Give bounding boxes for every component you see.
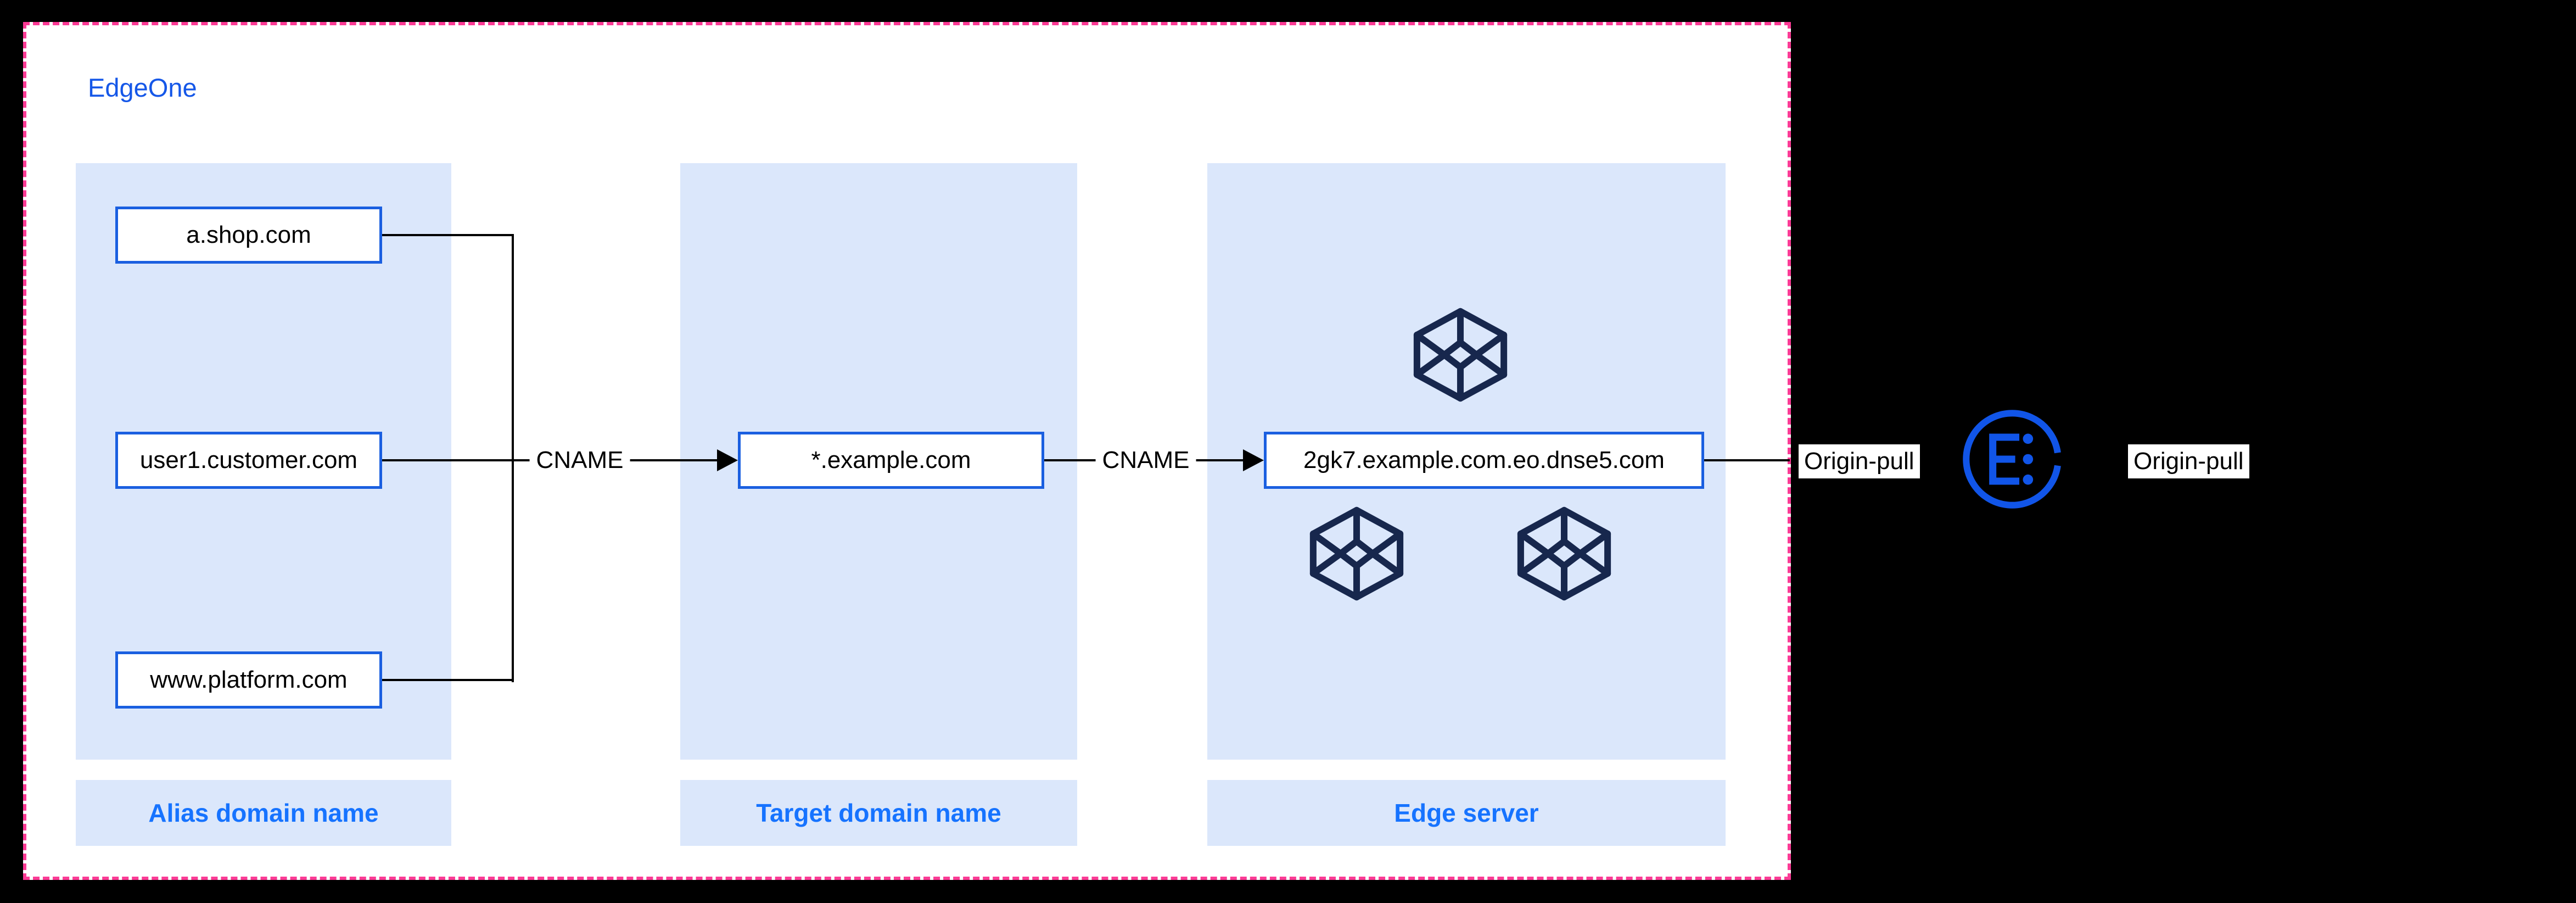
cname-label-left: CNAME — [529, 443, 630, 477]
edge-panel-caption-label: Edge server — [1394, 799, 1539, 827]
connector-line-www — [380, 679, 514, 681]
alias-domain-box-a-shop: a.shop.com — [115, 207, 382, 264]
page-title: EdgeOne — [88, 73, 197, 102]
alias-panel-caption: Alias domain name — [76, 780, 451, 846]
arrow-right-icon — [1243, 449, 1264, 471]
alias-domain-box-a-shop-label: a.shop.com — [186, 221, 311, 248]
target-domain-box-label: *.example.com — [811, 447, 971, 473]
connector-line-a-shop — [380, 234, 514, 236]
edge-server-box: 2gk7.example.com.eo.dnse5.com — [1264, 432, 1704, 489]
edge-node-cube-icon — [1517, 506, 1611, 601]
target-domain-box: *.example.com — [738, 432, 1044, 489]
alias-domain-box-user1: user1.customer.com — [115, 432, 382, 489]
edgeone-logo-icon — [1963, 410, 2061, 509]
alias-domain-box-user1-label: user1.customer.com — [139, 447, 358, 473]
alias-domain-box-www: www.platform.com — [115, 651, 382, 709]
origin-pull-label-left: Origin-pull — [1799, 444, 1920, 478]
alias-domain-box-www-label: www.platform.com — [150, 666, 348, 693]
connector-line-origin-pull — [1702, 459, 1790, 461]
edge-panel-caption: Edge server — [1207, 780, 1726, 846]
edge-server-box-label: 2gk7.example.com.eo.dnse5.com — [1303, 447, 1665, 473]
origin-pull-label-right: Origin-pull — [2128, 444, 2249, 478]
cname-label-right: CNAME — [1095, 443, 1196, 477]
alias-panel-caption-label: Alias domain name — [148, 799, 379, 827]
arrow-right-icon — [717, 449, 738, 471]
edge-node-cube-icon — [1309, 506, 1404, 601]
connector-line-vertical-join — [512, 234, 514, 682]
target-panel-caption-label: Target domain name — [756, 799, 1001, 827]
edge-node-cube-icon — [1413, 308, 1508, 402]
target-panel-caption: Target domain name — [680, 780, 1077, 846]
